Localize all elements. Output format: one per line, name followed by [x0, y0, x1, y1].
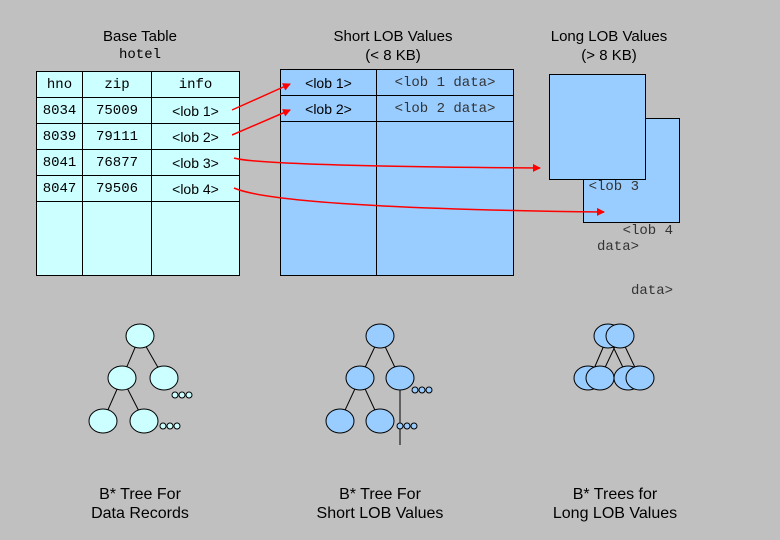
column-header-zip: zip: [104, 77, 130, 93]
table-cell-zip: 79111: [95, 128, 138, 145]
ellipsis-dot: [171, 391, 179, 399]
long-lob-page-3: <lob 3 data>: [549, 74, 646, 255]
base-table-divider: [37, 149, 239, 150]
tree-node: [107, 365, 137, 391]
short-lob-title: Short LOB Values (< 8 KB): [300, 27, 486, 65]
caption-line: Long LOB Values: [552, 505, 678, 522]
short-lob-title-line1: Short LOB Values: [333, 28, 453, 45]
caption-line: Short LOB Values: [316, 505, 444, 522]
btree-short-lob: [325, 323, 433, 445]
long-lob-page-3-line2: data>: [596, 239, 639, 255]
tree-node: [605, 323, 635, 349]
short-lob-data: <lob 1 data>: [394, 74, 496, 91]
ellipsis-dot: [418, 386, 426, 394]
base-table-divider: [37, 201, 239, 202]
long-lob-page-3-text: <lob 3 data>: [589, 137, 639, 297]
btrees-long-lob: [573, 323, 655, 391]
ellipsis-dot: [166, 422, 174, 430]
ellipsis-dot: [178, 391, 186, 399]
long-lob-title-line1: Long LOB Values: [550, 28, 668, 45]
tree-node: [88, 408, 118, 434]
ellipsis-dot: [396, 422, 404, 430]
base-table-divider: [37, 97, 239, 98]
pointer-arrow-lob4: [233, 187, 605, 216]
tree-node: [365, 408, 395, 434]
tree-node: [585, 365, 615, 391]
ellipsis-dot: [403, 422, 411, 430]
caption-data-records: B* Tree For Data Records: [60, 485, 220, 523]
ellipsis-dot: [185, 391, 193, 399]
table-cell-info: <lob 4>: [172, 180, 219, 197]
long-lob-title-line2: (> 8 KB): [581, 47, 637, 64]
table-cell-info: <lob 2>: [172, 128, 219, 145]
table-cell-zip: 79506: [95, 180, 138, 197]
base-table-divider: [151, 72, 152, 275]
caption-long-lob: B* Trees for Long LOB Values: [530, 485, 700, 523]
tree-node: [385, 365, 415, 391]
long-lob-title: Long LOB Values (> 8 KB): [524, 27, 694, 65]
ellipsis-dot: [173, 422, 181, 430]
base-table: hno zip info 8034 75009 <lob 1> 8039 791…: [36, 71, 240, 276]
table-cell-hno: 8034: [42, 102, 77, 119]
tree-node: [345, 365, 375, 391]
long-lob-page-4-line2: data>: [630, 283, 673, 299]
tree-node: [325, 408, 355, 434]
ellipsis-dot: [159, 422, 167, 430]
base-table-divider: [37, 123, 239, 124]
tree-node: [125, 323, 155, 349]
table-cell-hno: 8047: [42, 180, 77, 197]
base-table-name: hotel: [118, 47, 161, 63]
short-lob-divider: [376, 70, 377, 275]
tree-node: [149, 365, 179, 391]
ellipsis-dot: [425, 386, 433, 394]
base-table-title: Base Table hotel: [70, 27, 210, 65]
long-lob-page-4-line1: <lob 4: [622, 223, 673, 239]
short-lob-title-line2: (< 8 KB): [365, 47, 421, 64]
caption-short-lob: B* Tree For Short LOB Values: [290, 485, 470, 523]
base-table-divider: [37, 175, 239, 176]
short-lob-key: <lob 2>: [305, 100, 352, 117]
pointer-arrow-lob1: [231, 83, 291, 111]
tree-node: [129, 408, 159, 434]
tree-node: [625, 365, 655, 391]
short-lob-divider: [281, 95, 513, 96]
ellipsis-dot: [411, 386, 419, 394]
table-cell-info: <lob 1>: [172, 102, 219, 119]
long-lob-page-4-text: <lob 4 data>: [623, 181, 673, 341]
pointer-arrow-lob2: [231, 109, 291, 136]
btree-data-records: [88, 323, 193, 434]
ellipsis-dot: [410, 422, 418, 430]
table-cell-zip: 76877: [95, 154, 138, 171]
table-cell-zip: 75009: [95, 102, 138, 119]
caption-line: B* Tree For: [99, 486, 181, 503]
table-cell-hno: 8039: [42, 128, 77, 145]
tree-node: [365, 323, 395, 349]
base-table-title-text: Base Table: [103, 28, 177, 45]
short-lob-divider: [281, 121, 513, 122]
base-table-divider: [82, 72, 83, 275]
caption-line: B* Tree For: [339, 486, 421, 503]
column-header-info: info: [178, 77, 213, 93]
short-lob-key: <lob 1>: [305, 74, 352, 91]
long-lob-page-3-line1: <lob 3: [588, 179, 639, 195]
table-cell-hno: 8041: [42, 154, 77, 171]
short-lob-data: <lob 2 data>: [394, 100, 496, 117]
caption-line: B* Trees for: [572, 486, 658, 503]
table-cell-info: <lob 3>: [172, 154, 219, 171]
caption-line: Data Records: [91, 505, 189, 522]
pointer-arrow-lob3: [233, 157, 541, 172]
short-lob-table: <lob 1> <lob 1 data> <lob 2> <lob 2 data…: [280, 69, 514, 276]
column-header-hno: hno: [46, 77, 73, 93]
